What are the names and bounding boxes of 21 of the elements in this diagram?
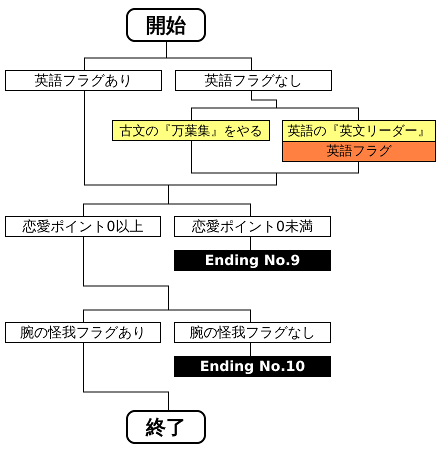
condition-box: 英語フラグなし	[175, 70, 332, 91]
connector-line	[166, 42, 252, 70]
stacked-box	[282, 120, 436, 162]
task-box: 古文の『万葉集』をやる	[112, 120, 270, 141]
connector-line	[251, 90, 359, 120]
terminal-box: 開始	[126, 8, 206, 42]
condition-box: 腕の怪我フラグあり	[5, 322, 161, 343]
connector-line	[250, 236, 251, 250]
condition-box: 恋愛ポイント0未満	[174, 216, 331, 237]
condition-box: 恋愛ポイント0以上	[5, 216, 161, 237]
flag-band: 英語フラグ	[283, 140, 435, 161]
connector-line	[83, 342, 169, 410]
condition-box: 英語フラグあり	[5, 70, 162, 91]
connector-line	[168, 162, 359, 216]
connector-line	[83, 236, 251, 322]
terminal-box: 終了	[126, 410, 206, 444]
task-label: 英語の『英文リーダー』	[283, 121, 435, 140]
ending-box: Ending No.9	[174, 250, 331, 271]
ending-box: Ending No.10	[174, 356, 331, 377]
connector-line	[250, 342, 251, 356]
condition-box: 腕の怪我フラグなし	[174, 322, 331, 343]
